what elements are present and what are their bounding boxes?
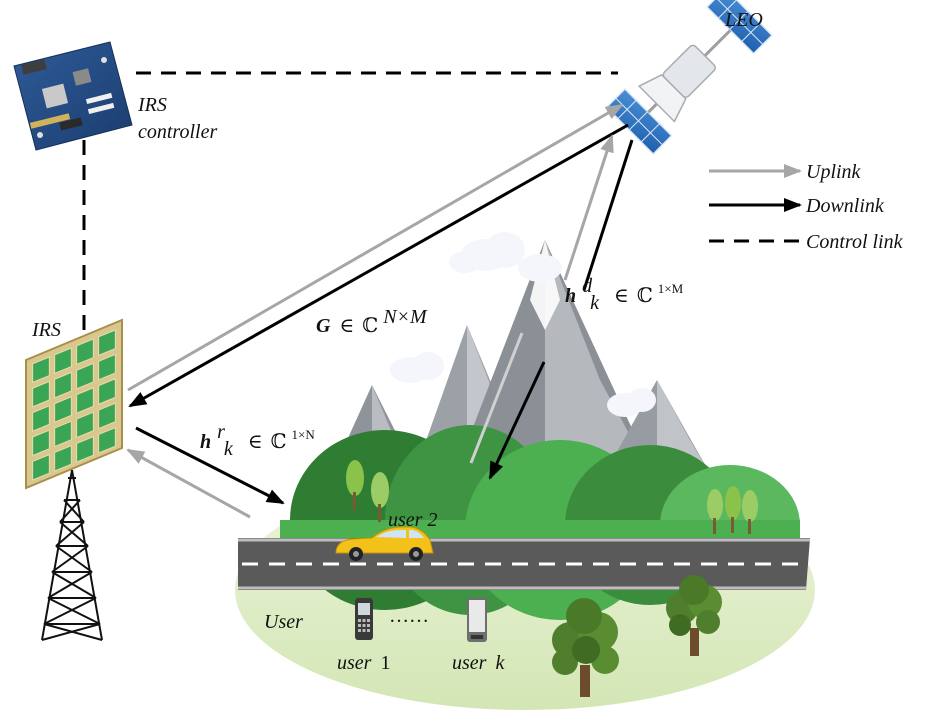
equation-hd: h d k ∈ ℂ 1×M: [565, 275, 684, 314]
irs-element: [32, 405, 50, 432]
clouds: [390, 232, 656, 417]
irs-element: [76, 411, 94, 439]
dots-label: ……: [389, 605, 429, 627]
road: [238, 538, 810, 590]
irs-controller-label-1: IRS: [137, 94, 167, 116]
irs-element: [54, 347, 72, 375]
irs-controller-label-2: controller: [138, 121, 217, 143]
irs-element: [32, 356, 50, 384]
irs-element: [54, 444, 72, 472]
legend-downlink-label: Downlink: [805, 195, 885, 217]
legend-uplink-label: Uplink: [806, 161, 862, 183]
legend: Uplink Downlink Control link: [709, 161, 904, 253]
downlink-irs-user: [135, 426, 285, 505]
uplink-user-leo: [563, 134, 614, 281]
user1-label: user 1: [337, 652, 390, 674]
phone-icon: [467, 598, 487, 642]
irs-element: [76, 435, 94, 463]
irs-element: [76, 387, 94, 414]
phone-icon: [355, 598, 373, 640]
link-arrows: [126, 103, 634, 519]
user-group-label: User: [264, 611, 303, 633]
irs-element: [76, 362, 94, 390]
irs-panel: [25, 318, 123, 490]
irs-element: [98, 329, 116, 357]
irs-element: [32, 429, 50, 457]
user2-label: user 2: [388, 509, 437, 531]
tree-icon: [552, 598, 619, 697]
irs-element: [98, 426, 116, 454]
irs-element: [98, 353, 116, 381]
irs-element: [98, 378, 116, 405]
uplink-user-leo-lower: [469, 332, 524, 464]
downlink-leo-user: [582, 139, 634, 291]
car-icon: [335, 526, 434, 561]
legend-control-label: Control link: [806, 231, 904, 253]
motherboard-icon: [13, 41, 133, 151]
tower-icon: [41, 469, 103, 641]
irs-element: [98, 402, 116, 430]
downlink-leo-irs: [128, 123, 629, 408]
irs-element: [32, 380, 50, 408]
tree-icon: [666, 575, 722, 656]
equation-hr: h r k ∈ ℂ 1×N: [200, 421, 315, 460]
irs-element: [54, 420, 72, 448]
irs-element: [32, 453, 50, 481]
leo-label: LEO: [724, 9, 763, 31]
uplink-user-irs: [126, 448, 251, 519]
userk-label: user k: [452, 652, 505, 674]
irs-element: [76, 338, 94, 366]
irs-element: [54, 371, 72, 399]
uplink-irs-leo: [127, 103, 624, 392]
downlink-leo-user-lower: [488, 361, 546, 480]
equation-g: G ∈ ℂ N×M: [316, 306, 428, 337]
irs-label: IRS: [31, 319, 61, 341]
irs-element: [54, 396, 72, 423]
control-links: [82, 71, 618, 330]
